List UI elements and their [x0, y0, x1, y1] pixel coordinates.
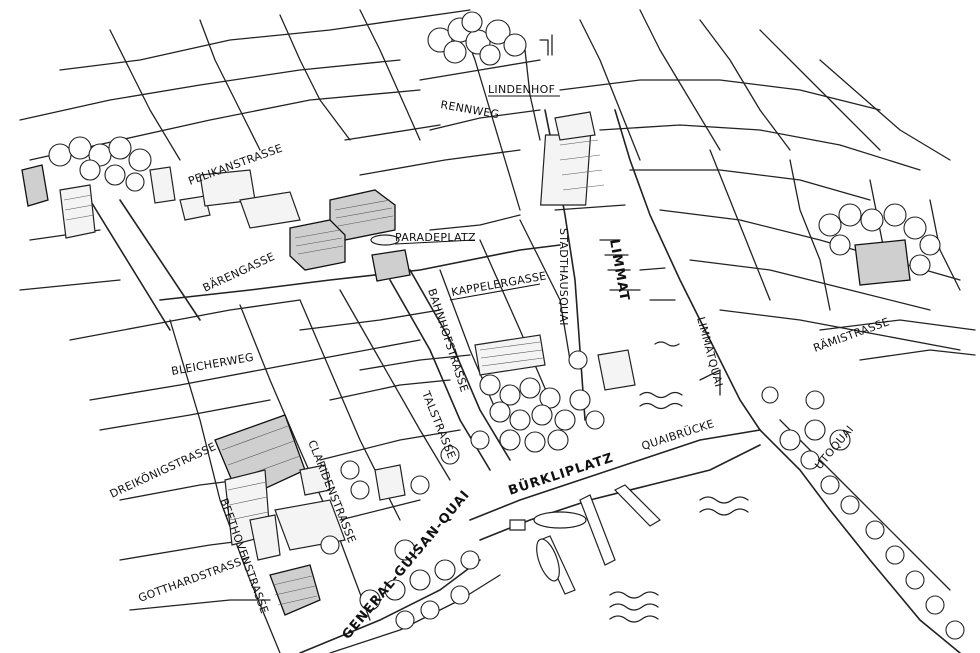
utoquai-trees — [779, 390, 965, 640]
enge-trees — [320, 386, 779, 555]
buildings — [21, 111, 911, 616]
pelikan-trees — [48, 136, 152, 192]
lindenhof-trees — [427, 11, 553, 66]
piers — [509, 484, 661, 595]
label-limmatquai: LIMMATQUAI — [694, 315, 725, 388]
label-talstrasse: TALSTRASSE — [419, 388, 458, 460]
label-kappelergasse: KAPPELERGASSE — [450, 269, 547, 299]
label-gotthardstrasse: GOTTHARDSTRASSE — [137, 553, 251, 605]
label-rennweg: RENNWEG — [439, 98, 500, 121]
label-bahnhofstrasse: BAHNHOFSTRASSE — [425, 287, 471, 394]
quai-trees — [359, 539, 480, 630]
trees — [48, 11, 965, 640]
raemi-trees — [818, 203, 941, 276]
limmat-river — [540, 109, 761, 431]
buerkli-trees — [479, 350, 605, 453]
water-waves — [609, 341, 749, 623]
label-stadthausquai: STADTHAUSQUAI — [557, 228, 570, 326]
label-lindenhof: LINDENHOF — [488, 83, 555, 96]
